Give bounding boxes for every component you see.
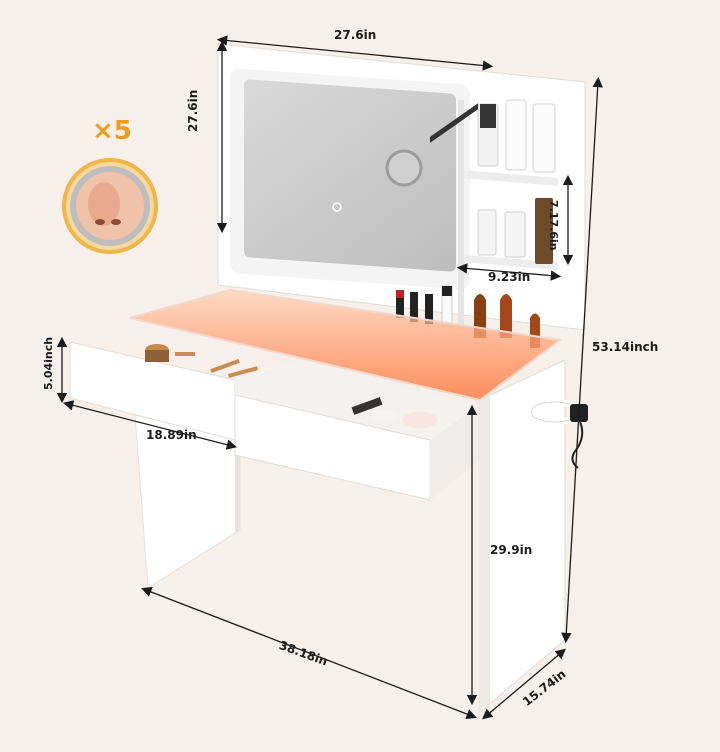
glass-tabletop [130,290,560,400]
dim-shelf-width: 9.23in [488,270,531,284]
nose-icon [88,182,120,226]
magnifying-mirror [385,149,423,187]
side-shelves [458,99,558,348]
dim-drawer-width: 18.89in [146,428,197,442]
left-leg-shadow [235,440,240,533]
mirror [230,68,470,290]
dimension-lines [56,35,603,720]
dim-drawer-height: 5.04inch [42,336,55,390]
magnifier-zoom [62,158,158,254]
dim-total-height: 53.14inch [592,340,659,354]
dim-shelf-height: 7.17.6in [547,200,560,251]
touch-button-icon [332,202,342,212]
counter-items [396,285,453,327]
dim-leg-height: 29.9in [490,543,533,557]
drawer-items [145,344,259,378]
dim-mirror-width: 27.6in [334,28,377,42]
right-leg [479,359,566,714]
dim-mirror-height: 27.6in [186,89,200,132]
zoom-label: ×5 [92,116,132,146]
